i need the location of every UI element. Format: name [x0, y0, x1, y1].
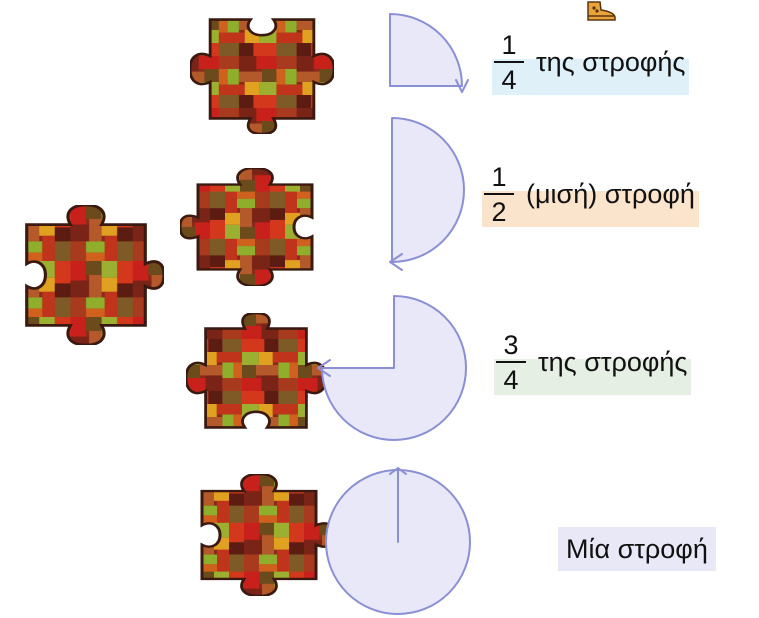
half-denominator: 2 — [491, 197, 507, 227]
three-quarter-turn-diagram — [317, 295, 467, 441]
half-turn-text: (μισή) στροφή — [526, 179, 695, 209]
boot-icon — [587, 1, 616, 21]
quarter-denominator: 4 — [501, 65, 517, 95]
quarter-turn-band — [492, 59, 690, 95]
fraction-bar — [494, 61, 524, 63]
half-turn-diagram — [389, 117, 465, 271]
puzzle-piece-full-turn-icon — [184, 474, 334, 596]
three-quarter-turn-label: 3 4 της στροφής — [494, 330, 692, 395]
full-turn-arrowhead — [389, 467, 407, 475]
full-turn-diagram — [325, 467, 471, 615]
quarter-turn-text: της στροφής — [536, 47, 686, 77]
half-turn-arrowhead — [389, 253, 403, 271]
three-quarter-turn-band — [494, 359, 692, 395]
half-turn-sector — [391, 117, 465, 263]
puzzle-piece-quarter-turn-icon — [190, 4, 334, 134]
quarter-turn-sector — [389, 13, 463, 87]
full-turn-label: Μία στροφή — [558, 527, 716, 571]
puzzle-piece-half-turn-icon — [180, 168, 330, 286]
quarter-turn-arrowhead — [455, 79, 469, 93]
half-turn-band — [482, 191, 699, 227]
three-quarter-turn-arrowhead — [317, 359, 331, 377]
half-turn-label: 1 2 (μισή) στροφή — [482, 162, 699, 227]
half-numerator: 1 — [491, 162, 507, 192]
three-quarter-numerator: 3 — [503, 330, 519, 360]
three-quarter-fraction: 3 4 — [494, 330, 528, 395]
quarter-fraction: 1 4 — [492, 30, 526, 95]
puzzle-piece-three-quarter-turn-icon — [186, 313, 326, 443]
quarter-turn-label: 1 4 της στροφής — [492, 30, 690, 95]
quarter-turn-diagram — [389, 13, 469, 93]
quarter-numerator: 1 — [501, 30, 517, 60]
half-fraction: 1 2 — [482, 162, 516, 227]
three-quarter-turn-text: της στροφής — [538, 347, 688, 377]
three-quarter-turn-sector — [321, 295, 467, 441]
fraction-bar — [496, 361, 526, 363]
three-quarter-denominator: 4 — [503, 365, 519, 395]
puzzle-piece-original-icon — [8, 205, 164, 345]
fraction-bar — [484, 193, 514, 195]
